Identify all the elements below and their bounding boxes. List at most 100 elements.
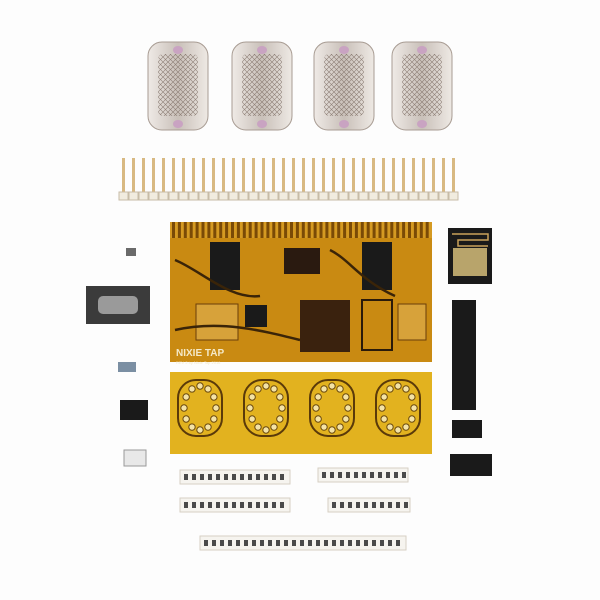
header-pin — [122, 158, 125, 194]
smd-resistor — [184, 502, 188, 508]
solder-pad — [188, 423, 196, 431]
smd-tape — [327, 497, 411, 513]
pcb-contact — [378, 222, 382, 238]
smd-resistor — [184, 474, 188, 480]
smd-resistor — [272, 474, 276, 480]
pin-spacer — [238, 191, 249, 201]
pin-spacer — [398, 191, 409, 201]
solder-pad — [312, 404, 320, 412]
smd-tapes — [179, 467, 411, 551]
pin-spacer — [388, 191, 399, 201]
pin-spacer — [178, 191, 189, 201]
pcb-contact — [219, 222, 223, 238]
smd-tape — [199, 535, 407, 551]
pcb-contact — [408, 222, 411, 238]
smd-resistor — [204, 540, 208, 546]
solder-pad — [344, 404, 352, 412]
solder-pad — [180, 404, 188, 412]
smd-resistor — [404, 502, 408, 508]
smd-resistor — [370, 472, 374, 478]
solder-pad — [270, 385, 278, 393]
main-pcb: NIXIE TAP REV 2 by Nixie Tap 2016 — [170, 222, 432, 365]
solder-pad — [342, 415, 350, 423]
pin-spacer — [138, 191, 149, 201]
smd-resistor — [244, 540, 248, 546]
pin-spacer — [308, 191, 319, 201]
smd-resistor — [200, 474, 204, 480]
pin-spacer — [318, 191, 329, 201]
pcb-contact — [189, 222, 193, 238]
solder-pad — [314, 415, 322, 423]
smd-resistor — [220, 540, 224, 546]
pcb-contact — [402, 222, 406, 238]
smd-resistor — [348, 502, 352, 508]
pin-spacer — [218, 191, 229, 201]
pcb-contact — [195, 222, 199, 238]
smd-resistor — [340, 540, 344, 546]
smd-resistor — [224, 502, 228, 508]
smd-resistor — [236, 540, 240, 546]
pin-spacer — [438, 191, 449, 201]
pin-spacer — [378, 191, 389, 201]
smd-resistor — [332, 540, 336, 546]
header-pin — [152, 158, 155, 194]
pcb-contact — [272, 222, 276, 238]
digit-footprint — [375, 379, 421, 437]
solder-pad — [336, 385, 344, 393]
pin-spacer — [148, 191, 159, 201]
header-pin — [162, 158, 165, 194]
board-brand-label: NIXIE TAP — [176, 348, 224, 359]
solder-pad — [196, 426, 204, 434]
pin-spacer — [248, 191, 259, 201]
solder-pad — [386, 423, 394, 431]
pcb-contact — [295, 222, 299, 238]
smd-resistor — [256, 474, 260, 480]
ic-chip — [450, 454, 492, 476]
smd-resistor — [386, 472, 390, 478]
smd-resistor — [280, 474, 284, 480]
header-pin — [402, 158, 405, 194]
header-pin — [442, 158, 445, 194]
header-pin — [372, 158, 375, 194]
smd-resistor — [402, 472, 406, 478]
smd-resistor — [396, 540, 400, 546]
solder-pad — [402, 385, 410, 393]
smd-resistor — [192, 474, 196, 480]
smd-resistor — [396, 502, 400, 508]
header-pin-strip — [118, 158, 459, 201]
pcb-contact — [260, 222, 264, 238]
pcb-contact — [313, 222, 317, 238]
header-pin — [352, 158, 355, 194]
smd-resistor — [252, 540, 256, 546]
smd-tape — [179, 497, 291, 513]
smd-resistor — [338, 472, 342, 478]
pcb-contact — [284, 222, 288, 238]
pcb-contact — [236, 222, 240, 238]
smd-resistor — [322, 472, 326, 478]
header-pin — [132, 158, 135, 194]
pcb-contact — [390, 222, 394, 238]
pcb-contact — [307, 222, 311, 238]
smd-resistor — [240, 502, 244, 508]
header-pin — [292, 158, 295, 194]
solder-pad — [204, 423, 212, 431]
pin-spacer — [118, 191, 129, 201]
smd-resistor — [232, 474, 236, 480]
pin-spacer — [278, 191, 289, 201]
smd-resistor — [272, 502, 276, 508]
smd-resistor — [276, 540, 280, 546]
display-pcb — [170, 372, 432, 454]
solder-pad — [188, 385, 196, 393]
digit-footprint — [243, 379, 289, 437]
solder-pad — [320, 385, 328, 393]
smd-resistor — [348, 540, 352, 546]
pcb-contact — [325, 222, 329, 238]
smd-resistor — [240, 474, 244, 480]
smd-resistor — [200, 502, 204, 508]
smd-resistor — [208, 474, 212, 480]
pcb-contact — [301, 222, 305, 238]
smd-resistor — [364, 540, 368, 546]
pin-spacer — [198, 191, 209, 201]
header-pin — [142, 158, 145, 194]
smd-resistor — [324, 540, 328, 546]
